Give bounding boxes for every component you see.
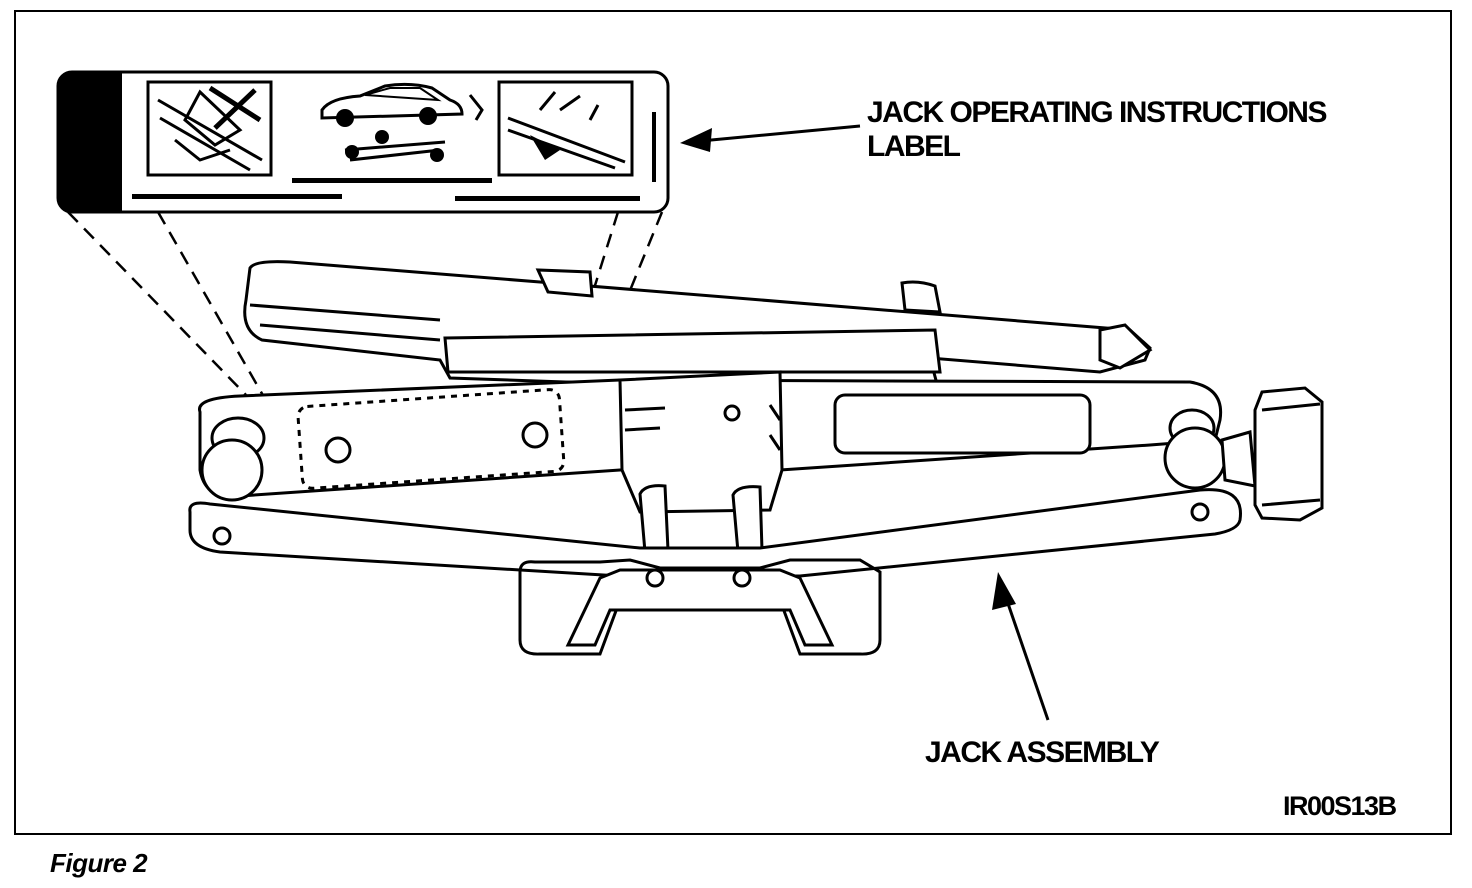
jack	[188, 260, 1324, 656]
handle-hook	[1098, 323, 1153, 370]
instruction-label-inset	[56, 70, 670, 214]
label-pictogram-left	[146, 80, 273, 177]
assembly-callout-arrow	[992, 572, 1050, 721]
label-callout-arrow	[680, 124, 861, 152]
label-position-dashed	[296, 388, 566, 490]
label-car-pictogram	[320, 82, 484, 162]
left-pivot	[200, 416, 266, 502]
upper-arm-window	[833, 393, 1092, 455]
handle-clip	[535, 268, 594, 298]
right-pivot	[1163, 408, 1257, 490]
label-pictogram-right	[497, 80, 634, 177]
saddle-pin-right	[731, 485, 764, 554]
label-fine-print	[132, 112, 656, 201]
figure-caption: Figure 2	[50, 848, 148, 878]
saddle-pin-left	[638, 484, 670, 554]
assembly-callout-text: JACK ASSEMBLY	[925, 736, 1160, 769]
jack-lower-arm	[188, 488, 1242, 578]
jack-base	[518, 558, 882, 656]
handle-grip	[443, 328, 942, 374]
jack-base-inner	[565, 568, 835, 647]
handle-tab	[900, 280, 942, 314]
label-callout-text: JACK OPERATING INSTRUCTIONS LABEL	[867, 96, 1327, 164]
label-callout-line1: JACK OPERATING INSTRUCTIONS	[867, 96, 1327, 129]
screw-knob	[1253, 386, 1324, 522]
label-black-band	[58, 72, 122, 212]
figure-frame	[14, 10, 1452, 835]
label-callout-line2: LABEL	[867, 130, 961, 163]
figure-code: IR00S13B	[1283, 791, 1397, 821]
